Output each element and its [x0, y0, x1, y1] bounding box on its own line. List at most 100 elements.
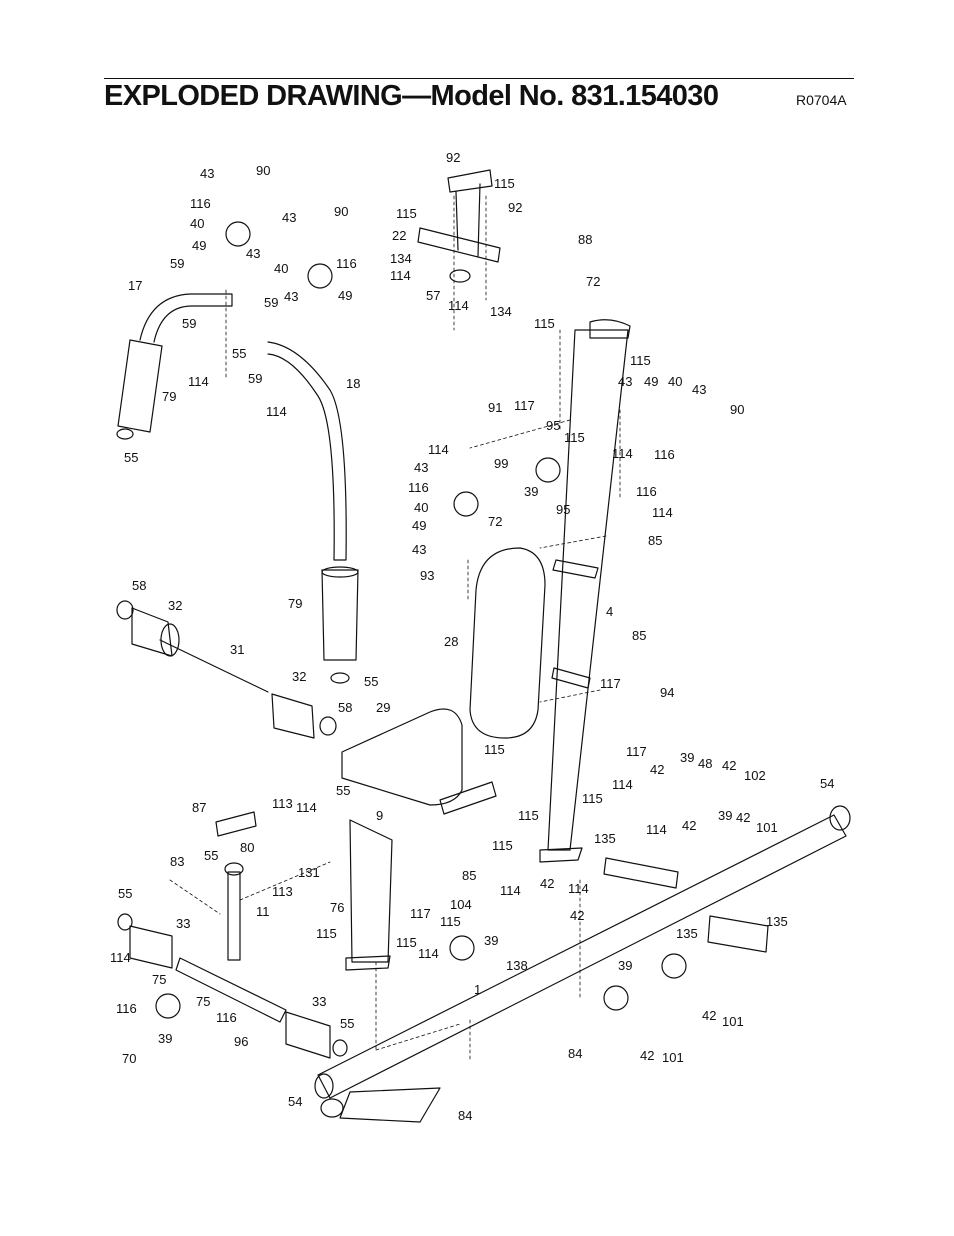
plate-80: [215, 811, 257, 837]
part-label-40: 40: [414, 500, 428, 515]
part-label-55: 55: [118, 886, 132, 901]
part-label-22: 22: [392, 228, 406, 243]
part-label-114: 114: [652, 505, 673, 520]
part-label-28: 28: [444, 634, 458, 649]
part-label-75: 75: [152, 972, 166, 987]
part-label-88: 88: [578, 232, 592, 247]
part-label-55: 55: [232, 346, 246, 361]
part-label-114: 114: [390, 268, 411, 283]
part-label-95: 95: [546, 418, 560, 433]
part-label-32: 32: [168, 598, 182, 613]
part-label-57: 57: [426, 288, 440, 303]
part-label-84: 84: [458, 1108, 472, 1123]
part-label-90: 90: [730, 402, 744, 417]
upright-foot: [539, 847, 583, 863]
base-floor-plate: [339, 1087, 441, 1123]
press-arm-18: [267, 341, 347, 561]
part-label-43: 43: [284, 289, 298, 304]
part-label-58: 58: [338, 700, 352, 715]
roller-pad-33b: [285, 1011, 331, 1059]
top-bracket-post-right: [477, 183, 481, 257]
part-label-84: 84: [568, 1046, 582, 1061]
arm-pad-79a-end: [116, 428, 134, 440]
part-label-11: 11: [256, 904, 270, 919]
part-label-90: 90: [334, 204, 348, 219]
part-label-90: 90: [256, 163, 270, 178]
part-label-94: 94: [660, 685, 674, 700]
part-label-72: 72: [586, 274, 600, 289]
part-label-115: 115: [396, 206, 417, 221]
part-label-33: 33: [176, 916, 190, 931]
part-label-42: 42: [736, 810, 750, 825]
part-label-39: 39: [524, 484, 538, 499]
part-label-134: 134: [390, 251, 412, 266]
part-label-87: 87: [192, 800, 206, 815]
press-arm-17: [139, 293, 233, 343]
part-label-116: 116: [636, 484, 657, 499]
part-label-116: 116: [190, 196, 211, 211]
seat-post-11: [227, 871, 241, 961]
part-label-29: 29: [376, 700, 390, 715]
page-title: EXPLODED DRAWING—Model No. 831.154030: [104, 80, 719, 112]
arm-pad-79a: [117, 339, 163, 433]
part-label-117: 117: [410, 906, 431, 921]
part-label-59: 59: [182, 316, 196, 331]
part-label-114: 114: [266, 404, 287, 419]
roller-pad-33a: [129, 925, 173, 969]
pulley-mid-left: [535, 457, 561, 483]
part-label-96: 96: [234, 1034, 248, 1049]
part-label-115: 115: [484, 742, 505, 757]
seat-frame: [439, 781, 497, 815]
part-label-114: 114: [418, 946, 439, 961]
part-label-43: 43: [282, 210, 296, 225]
part-label-43: 43: [200, 166, 214, 181]
part-label-59: 59: [248, 371, 262, 386]
upright-top-cap: [589, 319, 631, 339]
part-label-135: 135: [676, 926, 698, 941]
part-label-117: 117: [600, 676, 621, 691]
part-label-115: 115: [494, 176, 515, 191]
roller-tube-31: [159, 639, 269, 693]
part-label-49: 49: [412, 518, 426, 533]
part-label-42: 42: [702, 1008, 716, 1023]
part-label-115: 115: [396, 935, 417, 950]
base-frame: [317, 814, 847, 1099]
part-label-114: 114: [110, 950, 131, 965]
part-label-104: 104: [450, 897, 472, 912]
part-label-40: 40: [274, 261, 288, 276]
part-label-115: 115: [518, 808, 539, 823]
part-label-114: 114: [646, 822, 667, 837]
part-label-138: 138: [506, 958, 528, 973]
part-label-92: 92: [508, 200, 522, 215]
part-label-55: 55: [336, 783, 350, 798]
seat-post-9-foot: [345, 955, 391, 971]
part-label-115: 115: [564, 430, 585, 445]
part-label-117: 117: [514, 398, 535, 413]
arm-pad-79b-top: [321, 566, 359, 578]
part-label-116: 116: [336, 256, 357, 271]
part-label-101: 101: [722, 1014, 744, 1029]
part-label-43: 43: [246, 246, 260, 261]
part-label-83: 83: [170, 854, 184, 869]
part-label-33: 33: [312, 994, 326, 1009]
top-bracket-post-left: [455, 191, 459, 251]
part-label-92: 92: [446, 150, 460, 165]
part-label-113: 113: [272, 884, 293, 899]
part-label-55: 55: [340, 1016, 354, 1031]
part-label-4: 4: [606, 604, 613, 619]
roller-cap-58b: [319, 716, 337, 736]
seat-pad: [341, 708, 463, 806]
part-label-18: 18: [346, 376, 360, 391]
part-label-102: 102: [744, 768, 766, 783]
part-label-116: 116: [216, 1010, 237, 1025]
part-label-39: 39: [618, 958, 632, 973]
part-label-42: 42: [570, 908, 584, 923]
part-label-39: 39: [158, 1031, 172, 1046]
roller-pad-32a-end: [160, 623, 180, 657]
part-label-135: 135: [766, 914, 788, 929]
part-label-55: 55: [124, 450, 138, 465]
pulley-lower-3: [603, 985, 629, 1011]
back-pad: [469, 547, 546, 739]
part-label-117: 117: [626, 744, 647, 759]
drawing-code: R0704A: [796, 92, 847, 108]
